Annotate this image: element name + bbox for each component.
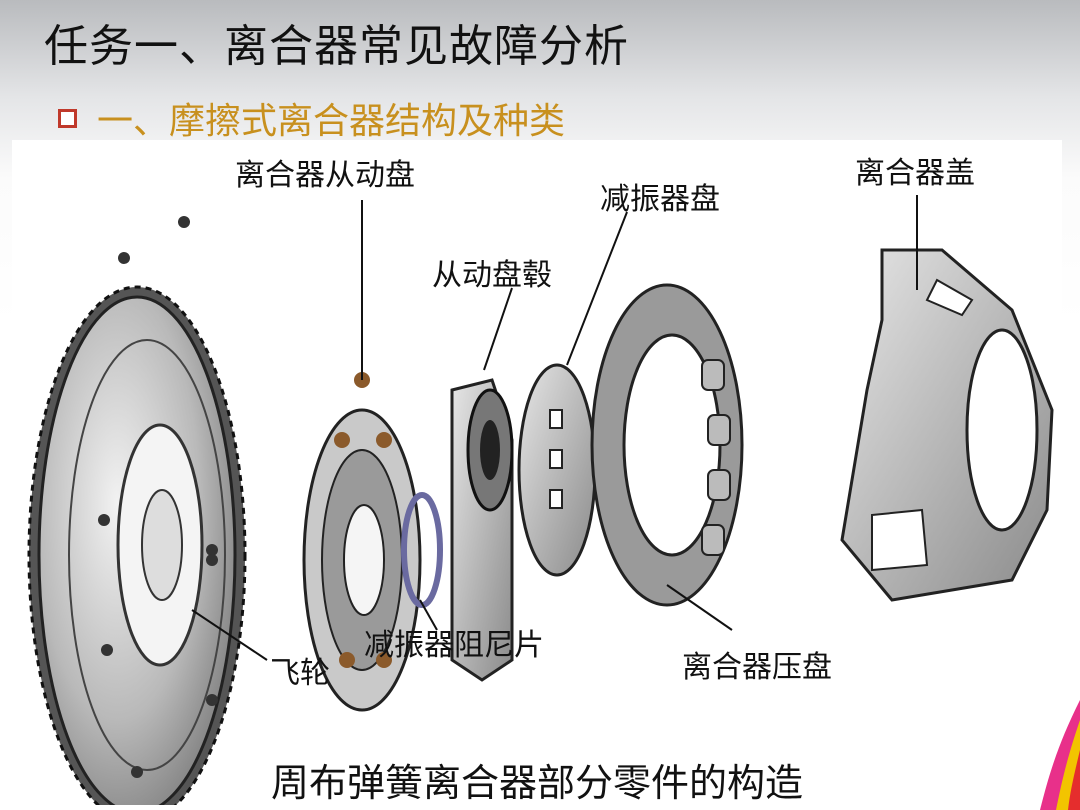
leader-lines	[191, 195, 918, 661]
bullet-item: 一、摩擦式离合器结构及种类	[58, 92, 565, 144]
label-damper-plate: 减振器阻尼片	[364, 628, 544, 663]
label-clutch-cover: 离合器盖	[855, 156, 975, 191]
clutch-cover-part	[840, 248, 1054, 602]
damper-disc-part	[517, 363, 597, 577]
label-flywheel: 飞轮	[270, 656, 330, 691]
label-driven-disc: 离合器从动盘	[235, 158, 415, 193]
driven-disc-part	[302, 372, 422, 712]
label-pressure-plate: 离合器压盘	[682, 650, 832, 685]
label-hub: 从动盘毂	[432, 258, 552, 293]
bullet-text: 一、摩擦式离合器结构及种类	[97, 101, 566, 142]
square-bullet-icon	[58, 108, 77, 128]
hub-part	[450, 378, 514, 682]
label-damper-disc: 减振器盘	[600, 182, 720, 217]
clutch-parts-illustration	[27, 195, 1054, 805]
slide-title: 任务一、离合器常见故障分析	[44, 21, 629, 72]
corner-ribbon-decoration	[1040, 700, 1080, 810]
clutch-parts-figure: 离合器从动盘 减振器盘 从动盘毂 离合器盖 减振器阻尼片 离合器压盘 飞轮 周布…	[12, 140, 1062, 805]
pressure-plate-part	[590, 283, 744, 607]
flywheel-part	[27, 216, 247, 805]
figure-caption: 周布弹簧离合器部分零件的构造	[270, 761, 803, 805]
